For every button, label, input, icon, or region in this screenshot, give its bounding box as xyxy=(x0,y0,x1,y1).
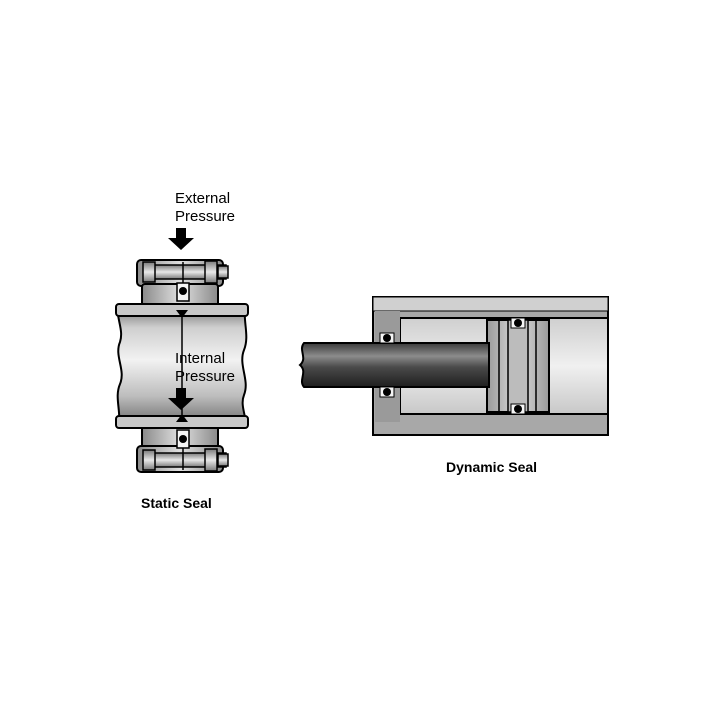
internal-pressure-arrow xyxy=(168,388,194,410)
dynamic-seal-title: Dynamic Seal xyxy=(446,459,538,475)
pipe xyxy=(115,303,249,429)
top-bolt-end xyxy=(217,265,229,279)
piston xyxy=(486,317,550,415)
rod-bottom-o-ring xyxy=(383,388,391,396)
external-pressure-line-2: Pressure xyxy=(175,208,236,225)
top-flange xyxy=(136,259,229,307)
piston-top-o-ring xyxy=(514,319,522,327)
cylinder-top-band xyxy=(372,296,609,312)
internal-pressure-line-1: Internal xyxy=(175,350,226,367)
static-seal xyxy=(115,228,249,473)
top-bolt-nut xyxy=(204,260,218,284)
dynamic-seal xyxy=(298,296,609,436)
top-bolt-head xyxy=(142,261,156,283)
static-seal-title: Static Seal xyxy=(141,495,212,511)
external-pressure-line-1: External xyxy=(175,190,231,207)
piston-rod xyxy=(298,342,490,388)
external-pressure-label: External Pressure xyxy=(175,190,235,226)
bottom-bolt-head xyxy=(142,449,156,471)
internal-pressure-label: Internal Pressure xyxy=(175,350,235,386)
internal-pressure-line-2: Pressure xyxy=(175,368,236,385)
bottom-flange xyxy=(136,425,229,473)
top-o-ring xyxy=(179,287,187,295)
bottom-o-ring xyxy=(179,435,187,443)
bottom-bolt-end xyxy=(217,453,229,467)
bottom-bolt-nut xyxy=(204,448,218,472)
external-pressure-arrow xyxy=(168,228,194,250)
rod-top-o-ring xyxy=(383,334,391,342)
piston-bottom-o-ring xyxy=(514,405,522,413)
piston-groove xyxy=(507,319,529,413)
